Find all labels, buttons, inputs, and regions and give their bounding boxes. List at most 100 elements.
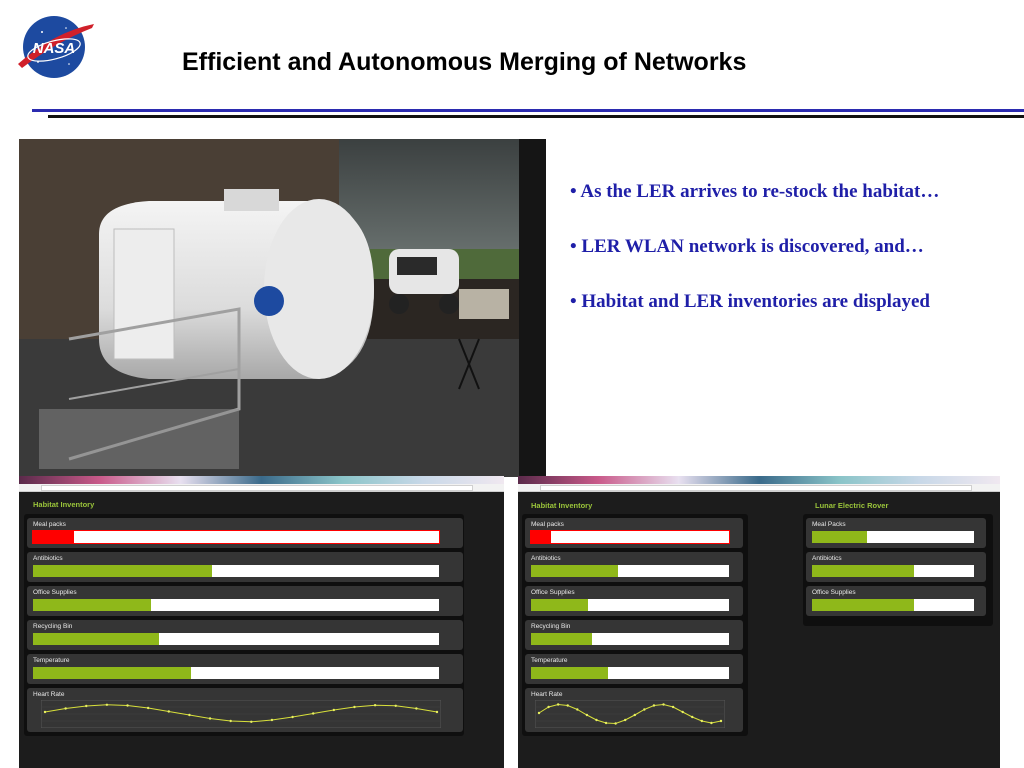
heart-rate-point xyxy=(291,715,294,719)
inventory-row: Recycling Bin xyxy=(27,620,463,650)
panel-title: Habitat Inventory xyxy=(33,500,95,509)
panel-title: Habitat Inventory xyxy=(531,501,593,510)
heart-rate-point xyxy=(126,704,129,707)
nasa-meatball-logo: NASA xyxy=(18,16,94,78)
level-bar-fill xyxy=(33,565,212,577)
level-bar-fill xyxy=(33,531,74,543)
heart-rate-point xyxy=(167,710,170,713)
heart-rate-point xyxy=(547,705,550,709)
heart-rate-point xyxy=(604,721,608,725)
browser-tab-strip xyxy=(518,476,1000,484)
inventory-row: Office Supplies xyxy=(27,586,463,616)
heart-rate-chart xyxy=(535,700,725,728)
heart-rate-point xyxy=(710,721,713,725)
level-bar-fill xyxy=(812,599,915,611)
heart-rate-chart xyxy=(41,700,441,728)
level-bar-fill xyxy=(812,531,868,543)
inventory-item-label: Antibiotics xyxy=(531,555,561,562)
heart-rate-point xyxy=(537,711,541,715)
heart-rate-point xyxy=(146,706,150,710)
level-bar-fill xyxy=(33,599,151,611)
level-bar xyxy=(812,531,974,543)
inventory-row: Meal packs xyxy=(27,518,463,548)
level-bar xyxy=(812,565,974,577)
heart-rate-point xyxy=(671,705,675,709)
heart-rate-point xyxy=(643,708,646,711)
heart-rate-label: Heart Rate xyxy=(531,691,563,698)
inventory-item-label: Recycling Bin xyxy=(531,623,571,630)
heart-rate-point xyxy=(614,722,617,725)
inventory-row: Temperature xyxy=(27,654,463,684)
heart-rate-point xyxy=(556,703,560,706)
heart-rate-point xyxy=(633,713,636,717)
inventory-row: Temperature xyxy=(525,654,743,684)
browser-address-bar[interactable] xyxy=(518,484,1000,492)
url-field[interactable] xyxy=(540,485,972,491)
bullet-item: • LER WLAN network is discovered, and… xyxy=(570,236,924,257)
level-bar xyxy=(812,599,974,611)
heart-rate-row: Heart Rate xyxy=(525,688,743,732)
heart-rate-point xyxy=(270,718,274,722)
heart-rate-point xyxy=(43,710,47,714)
heart-rate-label: Heart Rate xyxy=(33,691,65,698)
inventory-item-label: Office Supplies xyxy=(33,589,77,596)
heart-rate-point xyxy=(624,718,627,722)
heart-rate-point xyxy=(64,707,67,710)
heart-rate-row: Heart Rate xyxy=(27,688,463,732)
level-bar xyxy=(531,667,729,679)
inventory-item-label: Meal Packs xyxy=(812,521,846,528)
browser-address-bar[interactable] xyxy=(19,484,504,492)
inventory-row: Recycling Bin xyxy=(525,620,743,650)
browser-tab-strip xyxy=(19,476,504,484)
heart-rate-point xyxy=(353,705,356,709)
heart-rate-point xyxy=(373,704,377,707)
inventory-item-label: Office Supplies xyxy=(812,589,856,596)
inventory-item-label: Antibiotics xyxy=(812,555,842,562)
inventory-item-label: Office Supplies xyxy=(531,589,575,596)
heart-rate-point xyxy=(435,710,439,714)
inventory-item-label: Meal packs xyxy=(531,521,564,528)
bullet-item: • As the LER arrives to re-stock the hab… xyxy=(570,181,940,202)
heart-rate-point xyxy=(312,712,315,715)
header-rule-black xyxy=(48,115,1024,118)
level-bar xyxy=(33,633,439,645)
inventory-item-label: Antibiotics xyxy=(33,555,63,562)
slide-title: Efficient and Autonomous Merging of Netw… xyxy=(182,48,747,76)
logo-text: NASA xyxy=(33,40,76,57)
heart-rate-point xyxy=(662,703,665,706)
inventory-row: Meal packs xyxy=(525,518,743,548)
rover-panel-title: Lunar Electric Rover xyxy=(815,501,889,510)
inventory-row: Office Supplies xyxy=(806,586,986,616)
level-bar-fill xyxy=(33,633,159,645)
level-bar xyxy=(33,565,439,577)
heart-rate-point xyxy=(188,713,191,717)
level-bar-fill xyxy=(531,531,551,543)
inventory-row: Antibiotics xyxy=(27,552,463,582)
merged-dashboard-screenshot: Habitat Inventory Lunar Electric Rover M… xyxy=(518,476,1000,768)
heart-rate-point xyxy=(250,720,253,723)
heart-rate-point xyxy=(332,708,336,712)
heart-rate-point xyxy=(415,707,418,710)
heart-rate-point xyxy=(585,713,589,717)
level-bar-fill xyxy=(531,565,619,577)
heart-rate-point xyxy=(394,704,397,707)
heart-rate-point xyxy=(700,719,704,723)
url-field[interactable] xyxy=(41,485,473,491)
heart-rate-point xyxy=(595,718,598,722)
level-bar-fill xyxy=(33,667,192,679)
level-bar xyxy=(33,667,439,679)
heart-rate-point xyxy=(105,703,109,706)
heart-rate-point xyxy=(85,704,88,708)
level-bar-fill xyxy=(531,633,593,645)
inventory-item-label: Recycling Bin xyxy=(33,623,73,630)
level-bar xyxy=(531,565,729,577)
inventory-item-label: Temperature xyxy=(531,657,568,664)
heart-rate-point xyxy=(208,717,212,720)
heart-rate-point xyxy=(691,715,694,719)
level-bar xyxy=(531,633,729,645)
heart-rate-line xyxy=(44,704,438,723)
bullet-item: • Habitat and LER inventories are displa… xyxy=(570,291,930,312)
inventory-item-label: Temperature xyxy=(33,657,70,664)
